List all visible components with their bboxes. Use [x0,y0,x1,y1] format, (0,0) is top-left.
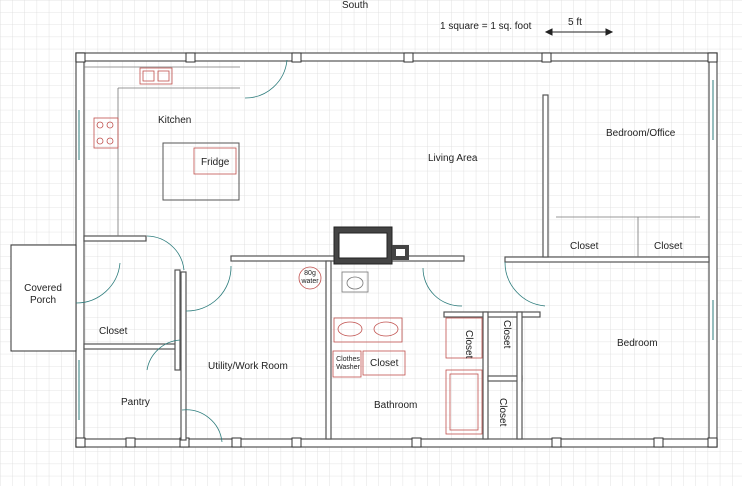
closet-office-right-label: Closet [654,241,683,252]
bathroom-label: Bathroom [374,400,418,411]
kitchen-label: Kitchen [158,115,192,126]
door-arcs [75,59,546,443]
tv-unit [333,226,409,265]
fridge-label: Fridge [201,157,230,168]
closet-vertical-3-label: Closet [497,398,508,427]
utility-label: Utility/Work Room [208,361,288,372]
interior-walls [83,94,710,441]
clothes-washer-label: Clothes Washer [336,356,360,371]
bath-fixtures [298,266,483,435]
closet-vertical-1-label: Closet [463,330,474,359]
scale-bar-label: 5 ft [568,17,582,28]
pantry-label: Pantry [121,397,150,408]
kitchen-fixtures [93,67,237,175]
living-area-label: Living Area [428,153,478,164]
closet-porch-label: Closet [99,326,128,337]
covered-porch-label: Covered Porch [24,283,62,306]
orientation-label: South [342,0,369,11]
kitchen-island [162,142,240,201]
wall-posts [75,52,718,448]
closet-vertical-2-label: Closet [501,320,512,349]
covered-porch [10,244,77,352]
bedroom-office-label: Bedroom/Office [606,128,676,139]
windows [78,80,714,420]
closet-office-left-label: Closet [570,241,599,252]
closet-bath-label: Closet [370,358,399,369]
thin-lines [84,66,700,257]
scale-note: 1 square = 1 sq. foot [440,21,532,32]
water-heater-label: 80g water [301,270,319,285]
scale-bar [544,28,614,36]
bedroom-label: Bedroom [617,338,658,349]
